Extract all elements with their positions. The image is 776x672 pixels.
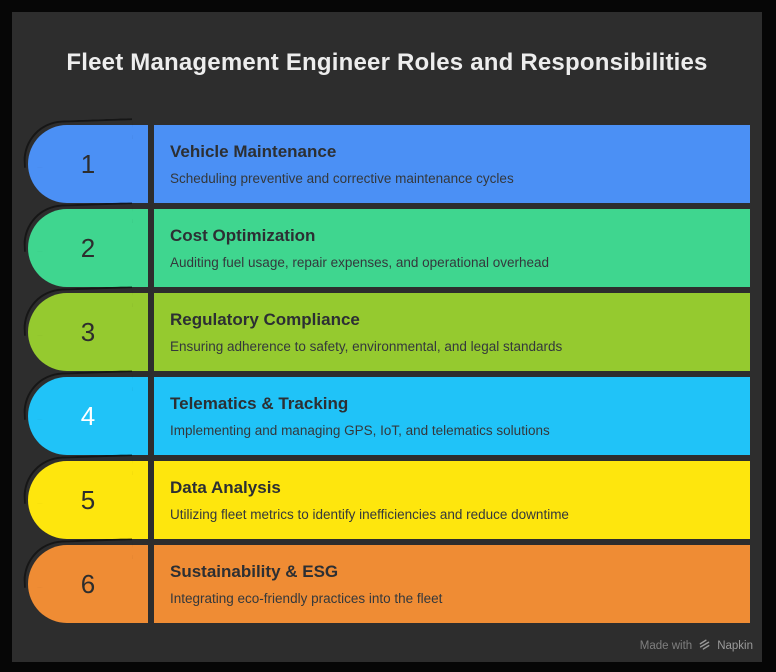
badge-sketch-arc	[22, 202, 134, 252]
step-bar-3: Regulatory Compliance Ensuring adherence…	[154, 293, 750, 371]
step-description: Utilizing fleet metrics to identify inef…	[170, 506, 569, 522]
watermark: Made with Napkin	[640, 638, 753, 654]
badge-sketch-arc	[22, 286, 134, 336]
made-with-label: Made with	[639, 640, 693, 652]
step-badge-5: 5	[22, 454, 148, 539]
step-number: 5	[80, 485, 96, 515]
napkin-logo-icon	[698, 638, 711, 654]
step-description: Scheduling preventive and corrective mai…	[170, 170, 514, 186]
step-bar-6: Sustainability & ESG Integrating eco-fri…	[154, 545, 750, 623]
step-badge-6: 6	[22, 538, 148, 623]
badge-sketch-arc	[22, 118, 134, 168]
step-badge-4: 4	[22, 370, 148, 455]
steps-list: 1 Vehicle Maintenance Scheduling prevent…	[22, 118, 750, 623]
step-description: Ensuring adherence to safety, environmen…	[170, 338, 563, 354]
step-title: Cost Optimization	[170, 225, 316, 245]
step-badge-2: 2	[22, 202, 148, 287]
step-bar-2: Cost Optimization Auditing fuel usage, r…	[154, 209, 750, 287]
step-title: Vehicle Maintenance	[170, 141, 337, 161]
badge-sketch-arc	[22, 454, 134, 504]
step-title: Data Analysis	[170, 477, 281, 497]
step-row-6: 6 Sustainability & ESG Integrating eco-f…	[22, 538, 750, 623]
step-number: 2	[80, 233, 96, 263]
step-number: 6	[80, 569, 96, 599]
step-row-5: 5 Data Analysis Utilizing fleet metrics …	[22, 454, 750, 539]
step-description: Integrating eco-friendly practices into …	[170, 590, 443, 606]
step-row-4: 4 Telematics & Tracking Implementing and…	[22, 370, 750, 455]
step-description: Auditing fuel usage, repair expenses, an…	[170, 254, 550, 270]
step-title: Sustainability & ESG	[170, 561, 339, 581]
step-bar-5: Data Analysis Utilizing fleet metrics to…	[154, 461, 750, 539]
step-bar-1: Vehicle Maintenance Scheduling preventiv…	[154, 125, 750, 203]
step-badge-1: 1	[22, 118, 148, 203]
step-row-3: 3 Regulatory Compliance Ensuring adheren…	[22, 286, 750, 371]
step-number: 1	[80, 149, 96, 179]
step-description: Implementing and managing GPS, IoT, and …	[170, 422, 550, 438]
step-number: 4	[80, 401, 96, 431]
step-bar-4: Telematics & Tracking Implementing and m…	[154, 377, 750, 455]
page-title: Fleet Management Engineer Roles and Resp…	[66, 49, 708, 76]
step-badge-3: 3	[22, 286, 148, 371]
infographic-canvas: Fleet Management Engineer Roles and Resp…	[12, 12, 762, 662]
badge-sketch-arc	[22, 538, 134, 588]
step-row-1: 1 Vehicle Maintenance Scheduling prevent…	[22, 118, 750, 203]
badge-sketch-arc	[22, 370, 134, 420]
step-title: Regulatory Compliance	[170, 309, 360, 329]
step-row-2: 2 Cost Optimization Auditing fuel usage,…	[22, 202, 750, 287]
step-number: 3	[80, 317, 96, 347]
napkin-brand-label: Napkin	[717, 640, 753, 652]
step-title: Telematics & Tracking	[170, 393, 349, 413]
